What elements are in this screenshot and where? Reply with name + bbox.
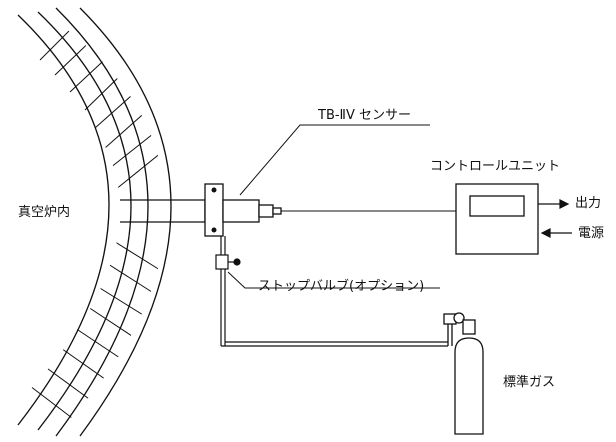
stop-valve-label: ストップバルブ(オプション) <box>258 279 425 294</box>
wall-hatching <box>29 19 163 425</box>
regulator-gauge <box>453 312 465 324</box>
power-label: 電源 <box>578 226 605 241</box>
cylinder-valve <box>462 319 476 335</box>
furnace-inner-arc-2 <box>55 7 149 437</box>
control-unit-display <box>469 195 525 217</box>
sensor-connector <box>258 204 274 218</box>
sensor-label: TB-ⅡV センサー <box>318 108 411 123</box>
output-arrow-head <box>559 199 570 209</box>
stop-valve-body <box>215 254 229 270</box>
standard-gas-label: 標準ガス <box>503 375 556 390</box>
output-label: 出力 <box>575 196 602 211</box>
furnace-inner-arc-1 <box>37 11 132 431</box>
sensor-leader <box>239 124 430 196</box>
furnace-interior-label: 真空炉内 <box>18 205 71 220</box>
stop-valve-handle <box>233 258 241 266</box>
sensor-tip <box>272 207 282 215</box>
control-unit-box <box>455 183 539 255</box>
stop-valve-leader <box>227 271 440 289</box>
gas-cylinder <box>454 337 484 435</box>
power-arrow-head <box>540 228 551 238</box>
control-unit-label: コントロールユニット <box>430 159 561 174</box>
port-tube <box>120 199 206 223</box>
furnace-outer-arc <box>17 14 110 426</box>
sensor-body <box>222 199 260 223</box>
furnace-inner-arc-3 <box>79 7 172 437</box>
